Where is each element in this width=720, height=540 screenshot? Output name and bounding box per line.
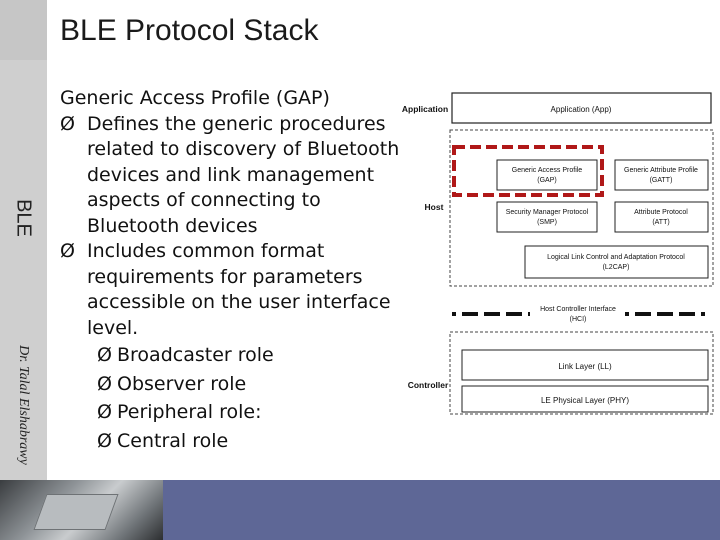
link-layer-block bbox=[461, 349, 709, 381]
gatt-abbr: (GATT) bbox=[650, 177, 673, 184]
arrow-bullet-icon: Ø bbox=[60, 240, 75, 262]
l2cap-abbr: (L2CAP) bbox=[603, 264, 630, 271]
bullet-item: Ø Defines the generic procedures related … bbox=[60, 112, 410, 240]
controller-region bbox=[449, 331, 714, 415]
gap-highlight bbox=[452, 145, 604, 197]
gap-block bbox=[496, 159, 598, 191]
layer-label-controller: Controller bbox=[408, 380, 449, 390]
bullet-text: Includes common format requirements for … bbox=[87, 240, 391, 339]
smp-label: Security Manager Protocol bbox=[506, 209, 589, 216]
sidebar: BLE Dr. Talal Elshabrawy bbox=[0, 0, 47, 480]
gatt-label: Generic Attribute Profile bbox=[624, 167, 698, 174]
arrow-bullet-icon: Ø bbox=[60, 112, 75, 135]
layer-label-host: Host bbox=[425, 202, 444, 212]
ble-stack-diagram: Application Host Controller Application … bbox=[402, 92, 714, 415]
app-block-label: Application (App) bbox=[551, 105, 612, 114]
gatt-block bbox=[614, 159, 709, 191]
role-text: Peripheral role: bbox=[117, 401, 262, 423]
l2cap-label: Logical Link Control and Adaptation Prot… bbox=[547, 254, 685, 261]
role-text: Broadcaster role bbox=[117, 344, 274, 366]
layer-label-application: Application bbox=[402, 104, 448, 114]
arrow-bullet-icon: Ø bbox=[97, 344, 112, 366]
l2cap-block bbox=[524, 245, 709, 279]
chip-graphic bbox=[33, 494, 119, 530]
content-heading: Generic Access Profile (GAP) bbox=[60, 87, 330, 109]
role-text: Central role bbox=[117, 429, 229, 452]
phy-block bbox=[461, 385, 709, 413]
smp-block bbox=[496, 201, 598, 233]
gap-abbr: (GAP) bbox=[537, 177, 556, 184]
arrow-bullet-icon: Ø bbox=[97, 429, 112, 452]
gap-label: Generic Access Profile bbox=[512, 167, 583, 174]
host-region bbox=[449, 129, 714, 287]
bullet-text: Defines the generic procedures related t… bbox=[87, 112, 400, 237]
side-label: BLE bbox=[12, 199, 35, 237]
att-block bbox=[614, 201, 709, 233]
arrow-bullet-icon: Ø bbox=[97, 401, 112, 423]
hci-abbr: (HCI) bbox=[570, 316, 587, 323]
author-name: Dr. Talal Elshabrawy bbox=[16, 345, 31, 465]
role-text: Observer role bbox=[117, 372, 247, 395]
circuit-board-image bbox=[0, 480, 163, 540]
slide-title: BLE Protocol Stack bbox=[60, 14, 319, 47]
sidebar-top-strip bbox=[0, 0, 47, 60]
application-block bbox=[451, 92, 712, 124]
phy-label: LE Physical Layer (PHY) bbox=[541, 396, 629, 405]
footer-bar bbox=[0, 480, 720, 540]
hci-label: Host Controller Interface bbox=[540, 306, 616, 313]
slide-content: Generic Access Profile (GAP) Ø Defines th… bbox=[60, 86, 410, 455]
link-layer-label: Link Layer (LL) bbox=[558, 362, 612, 371]
att-abbr: (ATT) bbox=[652, 219, 669, 226]
smp-abbr: (SMP) bbox=[537, 219, 557, 226]
att-label: Attribute Protocol bbox=[634, 209, 688, 216]
arrow-bullet-icon: Ø bbox=[97, 372, 112, 395]
bullet-item: Ø Includes common format requirements for… bbox=[60, 239, 410, 341]
